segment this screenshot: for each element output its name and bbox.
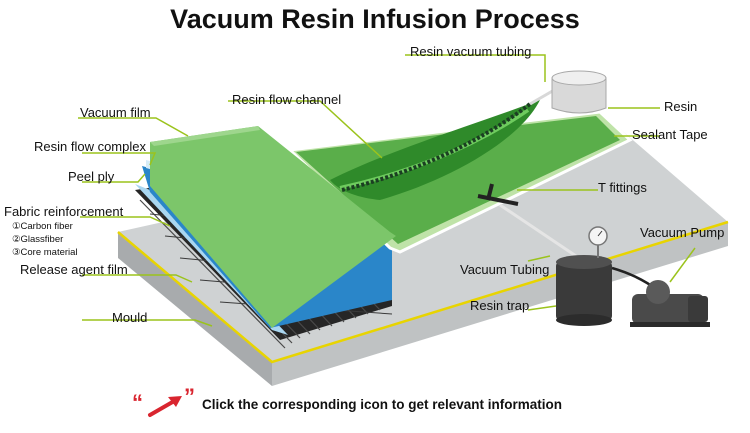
resin-flow-channel[interactable] bbox=[330, 100, 540, 200]
label-vacuum-tubing[interactable]: Vacuum Tubing bbox=[460, 262, 550, 277]
label-fabric-reinforcement[interactable]: Fabric reinforcement bbox=[4, 204, 124, 219]
vacuum-tubing[interactable] bbox=[499, 203, 577, 258]
label-resin-flow-channel[interactable]: Resin flow channel bbox=[232, 92, 342, 107]
quote-open: “ bbox=[132, 390, 143, 415]
label-resin-flow-complex[interactable]: Resin flow complex bbox=[34, 139, 146, 154]
label-resin-trap[interactable]: Resin trap bbox=[470, 298, 530, 313]
vacuum-film[interactable] bbox=[150, 126, 396, 328]
fabric-sub-item: ②Glassfiber bbox=[12, 234, 64, 245]
label-resin[interactable]: Resin bbox=[664, 99, 698, 114]
label-resin-vacuum-tubing[interactable]: Resin vacuum tubing bbox=[410, 44, 532, 59]
label-sealant-tape[interactable]: Sealant Tape bbox=[632, 127, 708, 142]
fabric-sub-item: ③Core material bbox=[12, 247, 78, 258]
page-title: Vacuum Resin Infusion Process bbox=[170, 4, 580, 34]
resin-vacuum-tubing[interactable] bbox=[341, 102, 532, 192]
quote-close: ” bbox=[184, 384, 195, 409]
label-vacuum-pump[interactable]: Vacuum Pump bbox=[640, 225, 725, 240]
label-t-fittings[interactable]: T fittings bbox=[598, 180, 647, 195]
click-arrow-icon[interactable] bbox=[148, 396, 182, 417]
label-vacuum-film[interactable]: Vacuum film bbox=[80, 105, 151, 120]
fabric-sub-item: ①Carbon fiber bbox=[12, 221, 73, 232]
resin-bucket[interactable] bbox=[551, 70, 607, 114]
t-fitting[interactable] bbox=[477, 183, 519, 206]
vacuum-bag-area[interactable] bbox=[296, 116, 620, 244]
resin-trap[interactable] bbox=[556, 226, 612, 326]
vacuum-pump[interactable] bbox=[630, 280, 710, 327]
label-release-agent-film[interactable]: Release agent film bbox=[20, 262, 128, 277]
footer-instruction: Click the corresponding icon to get rele… bbox=[202, 397, 563, 412]
label-mould[interactable]: Mould bbox=[112, 310, 148, 325]
label-peel-ply[interactable]: Peel ply bbox=[68, 169, 115, 184]
